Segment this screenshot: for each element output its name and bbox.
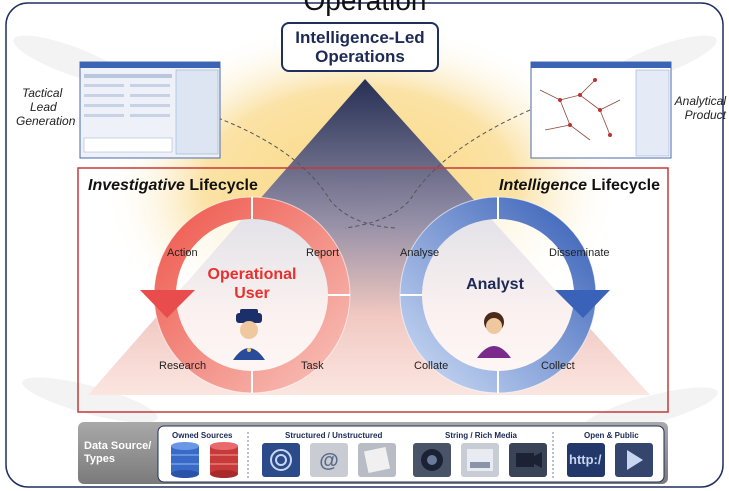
stage-disseminate: Disseminate — [549, 247, 610, 259]
intelligence-cycle — [399, 196, 610, 394]
dashed-connector-left — [217, 117, 396, 229]
group-owned-sources: Owned Sources — [172, 431, 233, 440]
svg-text:@: @ — [319, 450, 339, 472]
web-http-icon — [567, 443, 605, 477]
operational-user-label: Operational User — [207, 266, 297, 302]
stage-analyse: Analyse — [400, 247, 440, 259]
center-box-line1: Intelligence-Led — [295, 28, 425, 47]
stage-report: Report — [306, 247, 340, 259]
intelligence-led-operations-box: Intelligence-Led Operations — [281, 22, 439, 72]
stage-task: Task — [301, 360, 324, 372]
investigative-arrowhead — [140, 290, 195, 318]
center-box-line2: Operations — [315, 47, 405, 66]
stage-action: Action — [167, 247, 198, 259]
police-officer-icon — [233, 309, 265, 360]
image-icon — [461, 443, 499, 477]
stage-collate: Collate — [414, 360, 449, 372]
stage-collect: Collect — [541, 360, 575, 372]
tactical-app-thumbnail — [79, 61, 221, 159]
group-open-public: Open & Public — [584, 431, 639, 440]
fingerprint-icon — [262, 443, 300, 477]
video-camera-icon — [509, 443, 547, 477]
analytical-product-label: Analytical Product — [674, 94, 726, 122]
http-text: http:/ — [569, 452, 602, 467]
data-source-types-label: Data Source/ Types — [84, 440, 152, 465]
database-blue-icon — [171, 442, 199, 478]
intelligence-arrowhead — [555, 290, 610, 318]
intelligence-lifecycle-title: Intelligence Lifecycle — [499, 177, 660, 194]
investigative-cycle — [140, 196, 351, 394]
lifecycle-frame — [77, 167, 669, 413]
analyst-label: Analyst — [466, 276, 524, 293]
analytical-app-thumbnail — [530, 61, 672, 159]
database-red-icon — [210, 442, 238, 478]
email-icon: @ — [310, 443, 348, 477]
group-string-rich-media: String / Rich Media — [445, 431, 518, 440]
dashed-connector-right — [344, 109, 531, 229]
investigative-lifecycle-title: Investigative Lifecycle — [88, 177, 258, 194]
group-structured-unstructured: Structured / Unstructured — [285, 431, 383, 440]
analyst-person-icon — [477, 312, 511, 358]
media-player-icon — [615, 443, 653, 477]
camera-icon — [413, 443, 451, 477]
document-icon — [358, 443, 396, 477]
stage-research: Research — [159, 360, 207, 372]
tactical-lead-generation-label: Tactical Lead Generation — [16, 86, 76, 128]
